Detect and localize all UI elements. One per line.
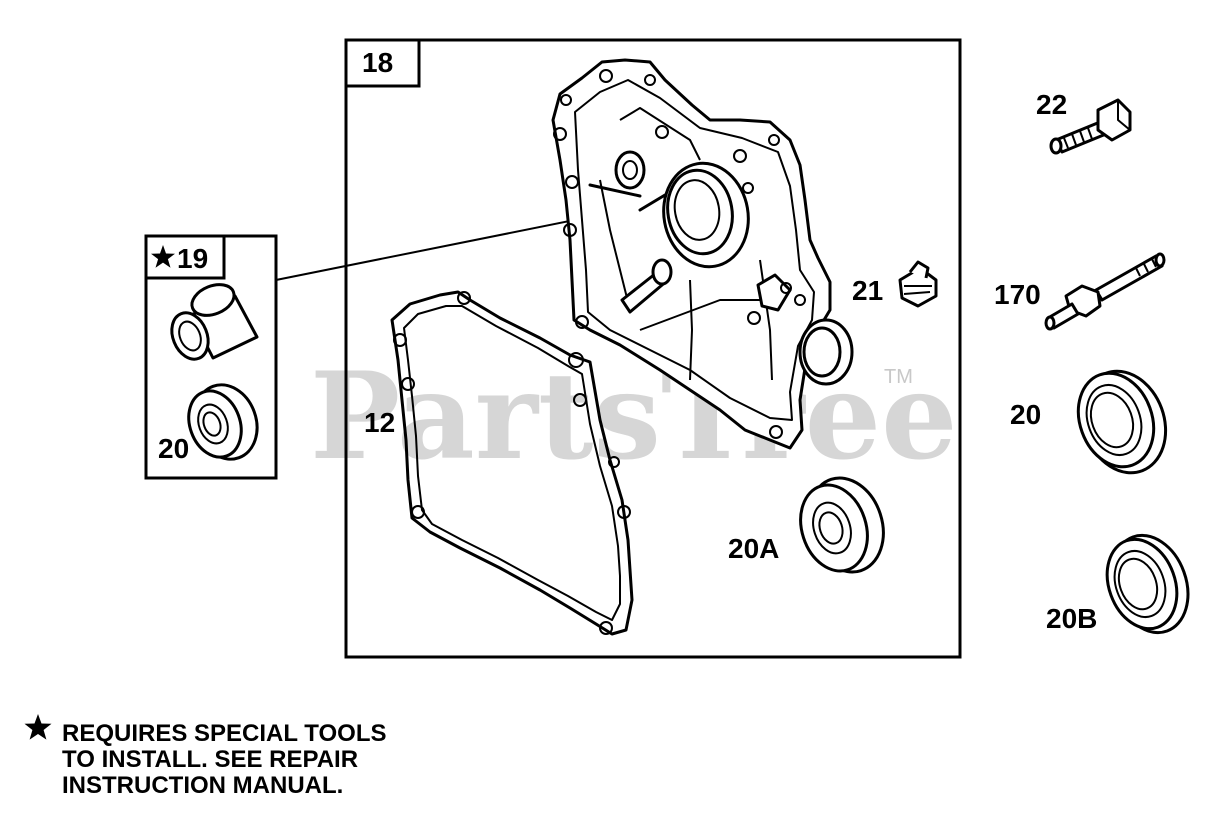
callout-20b: 20B — [1046, 603, 1097, 634]
footnote-line-3: INSTRUCTION MANUAL. — [62, 772, 343, 799]
plug-21 — [898, 260, 938, 308]
star-icon — [24, 714, 52, 740]
callout-20-right: 20 — [1010, 399, 1041, 430]
watermark-trademark: TM — [884, 366, 913, 388]
callout-18: 18 — [362, 47, 393, 78]
callout-170: 170 — [994, 279, 1041, 310]
crankcase-cover — [551, 58, 854, 450]
seal-20b — [1105, 533, 1190, 635]
callout-19: 19 — [177, 243, 208, 274]
bolt-22 — [1049, 98, 1132, 155]
stud-170 — [1044, 252, 1166, 331]
footnote-line-1: REQUIRES SPECIAL TOOLS — [62, 720, 387, 747]
inset-frame-19: 19 — [144, 234, 278, 480]
seal-20-right — [1076, 369, 1168, 475]
star-icon — [151, 245, 175, 268]
footnote-line-2: TO INSTALL. SEE REPAIR — [62, 746, 358, 773]
seal-20a — [799, 476, 885, 574]
gasket-12 — [390, 290, 634, 636]
callout-20-inset: 20 — [158, 433, 189, 464]
callout-22: 22 — [1036, 89, 1067, 120]
callout-20a: 20A — [728, 533, 779, 564]
callout-12: 12 — [364, 407, 395, 438]
frame-18: 18 — [344, 38, 962, 659]
footnote: REQUIRES SPECIAL TOOLS TO INSTALL. SEE R… — [24, 714, 387, 799]
callout-21: 21 — [852, 275, 883, 306]
seal-20-inset — [187, 383, 259, 461]
bushing-19 — [170, 283, 259, 361]
